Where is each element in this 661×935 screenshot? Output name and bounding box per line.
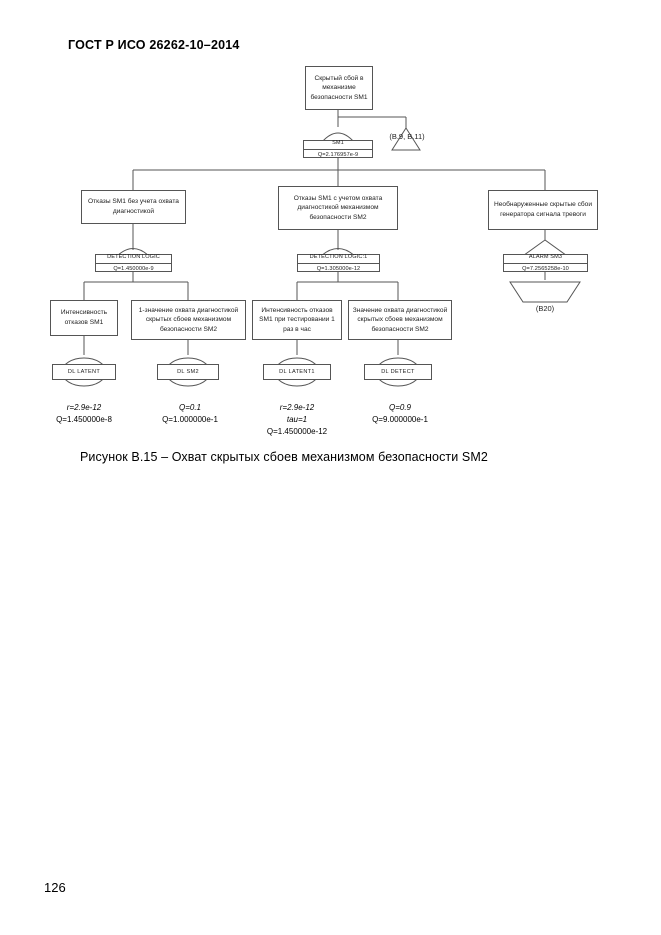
level2-box-1: Отказы SM1 без учета охвата диагностикой (81, 190, 186, 224)
gate-detection-logic-1-probability: Q=1.305000e-12 (316, 265, 361, 272)
gate-detection-logic-name: DETECTION LOGIC (96, 252, 171, 264)
basic-event-label-1: DL LATENT (52, 364, 116, 380)
gate-detection-logic-probability: Q=1.450000e-9 (113, 265, 154, 272)
gate-detection-logic: DETECTION LOGIC Q=1.450000e-9 (95, 254, 172, 272)
figure-caption: Рисунок В.15 – Охват скрытых сбоев механ… (80, 450, 488, 464)
basic-event-params-4: Q=0.9 Q=9.000000e-1 (348, 402, 452, 426)
param-3-1: r=2.9e-12 (279, 403, 315, 412)
level3-box-1-text: Интенсивность отказов SM1 (60, 309, 108, 326)
param-2-1: Q=0.1 (178, 403, 201, 412)
basic-event-params-1: r=2.9e-12 Q=1.450000e-8 (34, 402, 134, 426)
level2-box-2-text: Отказы SM1 с учетом охвата диагностикой … (293, 194, 383, 221)
level3-box-4-text: Значение охвата диагности­кой скрытых сб… (352, 306, 448, 333)
gate-sm1: SM1 Q=2.176957e-9 (303, 140, 373, 158)
param-1-1: r=2.9e-12 (66, 403, 102, 412)
level2-box-1-text: Отказы SM1 без учета охвата диагностикой (88, 198, 179, 215)
transfer-alarm-label: (B20) (535, 304, 555, 313)
param-2-2: Q=1.000000e-1 (162, 415, 218, 424)
level3-box-4: Значение охвата диагности­кой скрытых сб… (348, 300, 452, 340)
basic-event-params-2: Q=0.1 Q=1.000000e-1 (140, 402, 240, 426)
param-3-2: tau=1 (286, 415, 308, 424)
gate-alarm-sm3-probability: Q=7.2565258e-10 (522, 265, 569, 272)
level3-box-3-text: Интенсивность отка­зов SM1 при тестиро­в… (259, 306, 335, 333)
transfer-top-label: (B.9, B.11) (389, 132, 425, 141)
gate-detection-logic-1: DETECTION LOGIC:1 Q=1.305000e-12 (297, 254, 380, 272)
basic-event-label-3: DL LATENT1 (263, 364, 331, 380)
level3-box-1: Интенсивность отказов SM1 (50, 300, 118, 336)
level2-box-2: Отказы SM1 с учетом охвата диагностикой … (278, 186, 398, 230)
param-3-3: Q=1.450000e-12 (266, 427, 328, 436)
level3-box-2: 1-значение охвата диагности­кой скрытых … (131, 300, 246, 340)
level2-box-3: Необнаруженные скрытые сбои генератора с… (488, 190, 598, 230)
page-header: ГОСТ Р ИСО 26262-10–2014 (68, 38, 240, 52)
level3-box-2-text: 1-значение охвата диагности­кой скрытых … (138, 306, 239, 333)
page-number: 126 (44, 880, 66, 895)
gate-sm1-name: SM1 (304, 138, 372, 150)
gate-alarm-sm3-name: ALARM SM3 (504, 252, 587, 264)
level3-box-3: Интенсивность отка­зов SM1 при тестиро­в… (252, 300, 342, 340)
param-4-1: Q=0.9 (388, 403, 411, 412)
basic-event-params-3: r=2.9e-12 tau=1 Q=1.450000e-12 (243, 402, 351, 438)
param-1-2: Q=1.450000e-8 (56, 415, 112, 424)
level2-box-3-text: Необнаруженные скрытые сбои генератора с… (493, 201, 592, 218)
gate-sm1-probability: Q=2.176957e-9 (317, 151, 359, 158)
gate-detection-logic-1-name: DETECTION LOGIC:1 (298, 252, 379, 264)
top-event-text: Скрытый сбой в механизме безопасности SM… (310, 74, 368, 101)
basic-event-label-2: DL SM2 (157, 364, 219, 380)
top-event-box: Скрытый сбой в механизме безопасности SM… (305, 66, 373, 110)
param-4-2: Q=9.000000e-1 (372, 415, 428, 424)
fault-tree-diagram: Скрытый сбой в механизме безопасности SM… (0, 0, 661, 445)
gate-alarm-sm3: ALARM SM3 Q=7.2565258e-10 (503, 254, 588, 272)
basic-event-label-4: DL DETECT (364, 364, 432, 380)
